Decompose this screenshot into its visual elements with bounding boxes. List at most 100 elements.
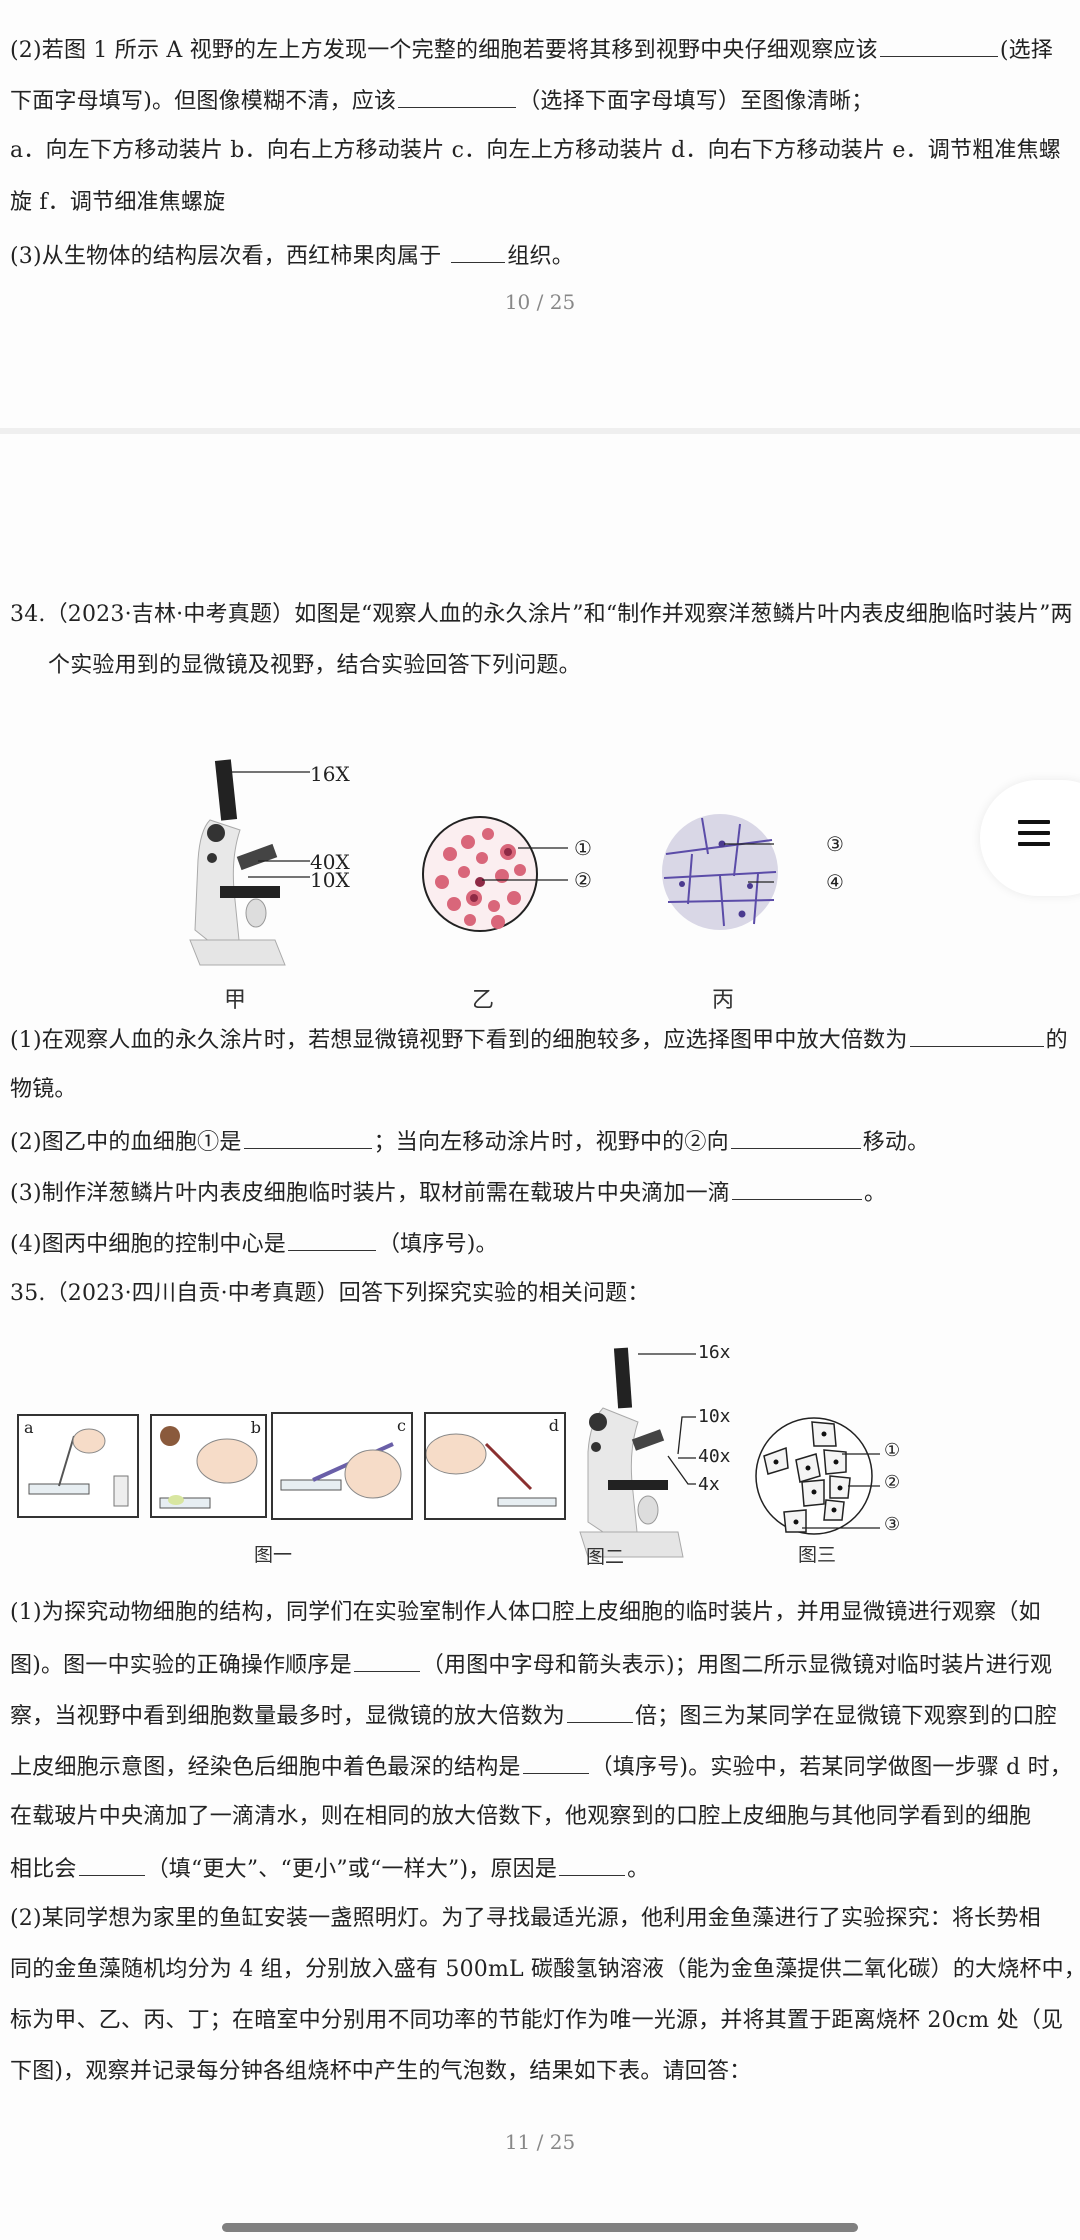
objective-label: 40x — [698, 1446, 731, 1467]
question-text: 组织。 — [507, 244, 574, 269]
options-line: 旋 f．调节细准焦螺旋 — [10, 190, 226, 215]
q34-sub3: (3)制作洋葱鳞片叶内表皮细胞临时装片，取材前需在载玻片中央滴加一滴 。 — [10, 1177, 1070, 1209]
q34-sub1: (1)在观察人血的永久涂片时，若想显微镜视野下看到的细胞较多，应选择图甲中放大倍… — [10, 1024, 1070, 1056]
step-label: b — [250, 1418, 261, 1437]
question-text: (1)在观察人血的永久涂片时，若想显微镜视野下看到的细胞较多，应选择图甲中放大倍… — [10, 1028, 908, 1053]
home-indicator[interactable] — [222, 2223, 858, 2232]
answer-blank — [451, 240, 506, 263]
question-text: （填序号)。实验中，若某同学做图一步骤 d 时， — [590, 1755, 1073, 1780]
step-label: c — [397, 1416, 406, 1435]
answer-blank — [909, 1024, 1044, 1047]
q35-p1-line: (1)为探究动物细胞的结构，同学们在实验室制作人体口腔上皮细胞的临时装片，并用显… — [10, 1600, 1041, 1625]
step-panel-a: a — [17, 1414, 139, 1518]
answer-blank — [731, 1177, 862, 1200]
figure-caption: 图一 — [254, 1544, 293, 1566]
page-number: 10 / 25 — [504, 290, 576, 314]
objective-label: 10X — [310, 868, 350, 892]
answer-blank — [559, 1853, 626, 1876]
question-text: （填序号)。 — [377, 1232, 498, 1257]
microscope-illustration-2 — [579, 1347, 684, 1558]
question-text: 倍；图三为某同学在显微镜下观察到的口腔 — [635, 1704, 1057, 1729]
step-panel-d: d — [424, 1412, 566, 1520]
step-label: d — [548, 1416, 559, 1435]
pdf-page-10: (2)若图 1 所示 A 视野的左上方发现一个完整的细胞若要将其移到视野中央仔细… — [0, 0, 1080, 428]
microscope-illustration — [189, 759, 286, 966]
q34-title-line1: 34.（2023·吉林·中考真题）如图是“观察人血的永久涂片”和“制作并观察洋葱… — [10, 602, 1073, 627]
step-panel-c: c — [271, 1412, 413, 1520]
q34-figure: 16X 40X 10X ① ② — [170, 750, 890, 1030]
step-illustration — [159, 1426, 258, 1509]
q35-p2-line: 下图)，观察并记录每分钟各组烧杯中产生的气泡数，结果如下表。请回答： — [10, 2059, 752, 2084]
question-text: (3)从生物体的结构层次看，西红柿果肉属于 — [10, 244, 442, 269]
q34-sub1-cont: 物镜。 — [10, 1077, 77, 1102]
question-text: 上皮细胞示意图，经染色后细胞中着色最深的结构是 — [10, 1755, 521, 1780]
blood-smear-view — [422, 816, 568, 932]
step-illustration — [280, 1442, 402, 1499]
question-text: 下面字母填写)。但图像模糊不清，应该 — [10, 89, 397, 114]
question-text: 察，当视野中看到细胞数量最多时，显微镜的放大倍数为 — [10, 1704, 566, 1729]
q35-p1-line: 图)。图一中实验的正确操作顺序是（用图中字母和箭头表示)；用图二所示显微镜对临时… — [10, 1649, 1070, 1681]
question-text: (2)图乙中的血细胞①是 — [10, 1130, 242, 1155]
question-text: ；当向左移动涂片时，视野中的②向 — [373, 1130, 729, 1155]
page-divider — [0, 428, 1080, 434]
q34-sub2: (2)图乙中的血细胞①是 ；当向左移动涂片时，视野中的②向 移动。 — [10, 1126, 1070, 1158]
figure-caption: 图二 — [586, 1546, 625, 1568]
answer-blank — [398, 85, 517, 108]
pdf-page-11: 34.（2023·吉林·中考真题）如图是“观察人血的永久涂片”和“制作并观察洋葱… — [0, 434, 1080, 2240]
step-illustration — [425, 1433, 557, 1507]
question-text: (3)制作洋葱鳞片叶内表皮细胞临时装片，取材前需在载玻片中央滴加一滴 — [10, 1181, 730, 1206]
question-text: 。 — [863, 1181, 887, 1206]
answer-blank — [567, 1700, 634, 1723]
question-text: （填“更大”、“更小”或“一样大”)，原因是 — [146, 1857, 558, 1882]
eyepiece-label: 16X — [310, 762, 350, 786]
question-text: 相比会 — [10, 1857, 77, 1882]
q35-p2-line: 标为甲、乙、丙、丁；在暗室中分别用不同功率的节能灯作为唯一光源，并将其置于距离烧… — [10, 2008, 1064, 2033]
question-text: （选择下面字母填写）至图像清晰； — [518, 89, 874, 114]
step-label: a — [24, 1418, 34, 1437]
answer-blank — [287, 1228, 376, 1251]
floating-menu-button[interactable] — [980, 780, 1080, 896]
figure-caption: 甲 — [224, 988, 247, 1013]
cheek-cell-view — [755, 1417, 880, 1535]
leader-lines — [638, 1353, 696, 1485]
question-text: (4)图丙中细胞的控制中心是 — [10, 1232, 286, 1257]
q34-sub4: (4)图丙中细胞的控制中心是 （填序号)。 — [10, 1228, 1070, 1260]
step-illustration — [28, 1428, 129, 1507]
callout-2: ② — [884, 1472, 901, 1493]
eyepiece-label: 16x — [698, 1342, 731, 1363]
objective-label: 40X — [310, 850, 350, 874]
question-text: (2)若图 1 所示 A 视野的左上方发现一个完整的细胞若要将其移到视野中央仔细… — [10, 38, 878, 63]
step-panel-b: b — [150, 1414, 267, 1518]
answer-blank — [879, 34, 998, 57]
options-line: a．向左下方移动装片 b．向右上方移动装片 c．向左上方移动装片 d．向右下方移… — [10, 138, 1061, 163]
text-line: 下面字母填写)。但图像模糊不清，应该 （选择下面字母填写）至图像清晰； — [10, 85, 1070, 117]
answer-blank — [243, 1126, 372, 1149]
callout-1: ① — [884, 1440, 901, 1461]
figure-caption: 丙 — [712, 988, 735, 1013]
q35-p1-line: 在载玻片中央滴加了一滴清水，则在相同的放大倍数下，他观察到的口腔上皮细胞与其他同… — [10, 1804, 1032, 1829]
question-text: （用图中字母和箭头表示)；用图二所示显微镜对临时装片进行观 — [421, 1653, 1053, 1678]
callout-2: ② — [574, 868, 592, 892]
q35-p2-line: (2)某同学想为家里的鱼缸安装一盏照明灯。为了寻找最适光源，他利用金鱼藻进行了实… — [10, 1906, 1041, 1931]
hamburger-menu-icon — [1018, 820, 1050, 853]
answer-blank — [522, 1751, 589, 1774]
figure-caption: 乙 — [472, 988, 495, 1013]
q34-title-line2: 个实验用到的显微镜及视野，结合实验回答下列问题。 — [48, 653, 581, 678]
callout-1: ① — [574, 836, 592, 860]
objective-label: 4x — [698, 1474, 720, 1495]
question-text: 。 — [627, 1857, 650, 1882]
answer-blank — [730, 1126, 861, 1149]
question-text: (选择 — [999, 38, 1054, 63]
text-line: (2)若图 1 所示 A 视野的左上方发现一个完整的细胞若要将其移到视野中央仔细… — [10, 34, 1070, 66]
callout-3: ③ — [884, 1514, 901, 1535]
question-text: 的 — [1045, 1028, 1068, 1053]
q35-title: 35.（2023·四川自贡·中考真题）回答下列探究实验的相关问题： — [10, 1281, 650, 1306]
callout-3: ③ — [826, 832, 844, 856]
q35-p1-line: 察，当视野中看到细胞数量最多时，显微镜的放大倍数为 倍；图三为某同学在显微镜下观察… — [10, 1700, 1070, 1732]
q35-p1-line: 相比会 （填“更大”、“更小”或“一样大”)，原因是 。 — [10, 1853, 1070, 1885]
answer-blank — [78, 1853, 145, 1876]
q35-figure: a b c d 图一 16 — [0, 1330, 1080, 1570]
figure-caption: 图三 — [798, 1544, 837, 1566]
page-number: 11 / 25 — [504, 2130, 576, 2154]
question-text: 移动。 — [862, 1130, 930, 1155]
